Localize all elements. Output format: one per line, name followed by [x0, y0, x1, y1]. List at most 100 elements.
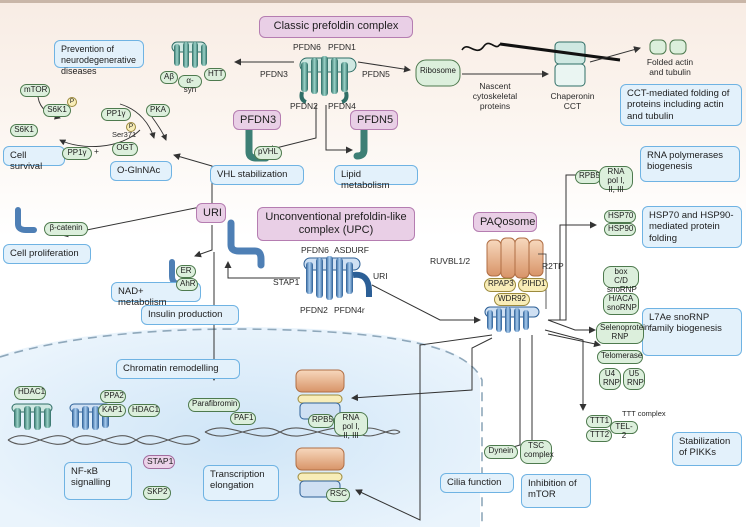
l7ae-box: L7Ae snoRNP family biogenesis — [642, 308, 742, 356]
chaperonin-cct — [499, 41, 621, 87]
pill-pihd1: PIHD1 — [518, 278, 548, 292]
pill-selenoprotein: Selenoprotein RNP — [596, 322, 649, 344]
pill-u5: U5 RNP — [623, 368, 645, 390]
paqosome-title: PAQosome — [473, 212, 537, 232]
pill-pka: PKA — [146, 104, 170, 117]
pill-hsp90: HSP90 — [604, 223, 636, 236]
paqosome-complex — [484, 237, 547, 333]
pill-rnapol-top: RNA pol I, II, III — [599, 166, 633, 193]
pill-haca: H/ACA snoRNP — [603, 293, 639, 315]
uri-subunit-proliferation — [15, 207, 37, 233]
pikk-box: Stabilization of PIKKs — [672, 432, 742, 466]
cct-box: CCT-mediated folding of proteins includi… — [620, 84, 742, 126]
prefoldin-neuro — [171, 41, 207, 68]
pill-ttt1: TTT1 — [586, 415, 612, 428]
label-pfdn2-upc: PFDN2 — [300, 305, 328, 315]
pill-pvhl: pVHL — [254, 146, 282, 160]
transcription-box: Transcription elongation — [203, 465, 279, 501]
nucleosome-hdac-left — [11, 403, 53, 430]
pill-telomerase: Telomerase — [597, 350, 643, 364]
insulin-box: Insulin production — [141, 305, 239, 325]
pill-abeta: Aβ — [160, 71, 178, 84]
label-ttt: TTT complex — [622, 409, 666, 418]
label-uri: URI — [373, 271, 388, 281]
label-r2tp: R2TP — [542, 261, 564, 271]
label-folded: Folded actin and tubulin — [646, 57, 694, 77]
folded-actin-tubulin — [649, 39, 687, 55]
nfkb-box: NF-κB signalling — [64, 462, 132, 500]
pill-tsc: TSC complex — [520, 440, 554, 464]
uri-title: URI — [196, 203, 226, 223]
upc-title: Unconventional prefoldin-like complex (U… — [257, 207, 415, 241]
chromatin-box: Chromatin remodelling — [116, 359, 240, 379]
vhl-box: VHL stabilization — [210, 165, 304, 185]
pill-pp1g-b: PP1γ — [62, 147, 92, 160]
dna-helix-right — [204, 427, 401, 437]
label-ruvbl: RUVBL1/2 — [430, 256, 471, 266]
pill-s6k1-a: S6K1 — [43, 104, 71, 117]
pill-pp1g-a: PP1γ — [101, 108, 131, 121]
cilia-box: Cilia function — [440, 473, 514, 493]
pill-kap1: KAP1 — [98, 404, 126, 417]
classic-prefoldin-title: Classic prefoldin complex — [259, 16, 413, 38]
label-pfdn5: PFDN5 — [362, 69, 390, 79]
upc-complex — [303, 256, 372, 300]
pill-mtor: mTOR — [20, 84, 50, 97]
pill-er: ER — [176, 265, 196, 278]
pill-paf1: PAF1 — [230, 412, 256, 425]
pfdn5-title: PFDN5 — [350, 110, 398, 130]
pill-rsc: RSC — [326, 488, 350, 502]
lipid-box: Lipid metabolism — [334, 165, 418, 191]
pill-parafibromin: Parafibromin — [188, 398, 240, 412]
pill-bcatenin: β-catenin — [44, 222, 88, 236]
label-pfdn1: PFDN1 — [328, 42, 356, 52]
pill-ribosome: Ribosome — [419, 66, 456, 75]
proliferation-box: Cell proliferation — [3, 244, 91, 264]
label-pfdn4: PFDN4 — [328, 101, 356, 111]
label-pfdn2-top: PFDN2 — [290, 101, 318, 111]
uri-subunit — [227, 219, 265, 269]
pill-ppa2: PPA2 — [100, 390, 126, 403]
label-pfdn6-upc: PFDN6 — [301, 245, 329, 255]
label-ser371: Ser371 — [112, 130, 137, 139]
label-asdurf: ASDURF — [334, 245, 369, 255]
label-pfdn4r: PFDN4r — [334, 305, 365, 315]
ribosome — [415, 59, 461, 87]
paqosome-nuclear-upper — [295, 369, 345, 420]
survival-box: Cell survival — [3, 146, 65, 172]
nascent-chain — [461, 42, 501, 52]
pill-ogt: OGT — [112, 142, 138, 156]
pill-rpb5-top: RPB5 — [575, 170, 601, 184]
pill-boxcd: box C/D snoRNP — [603, 266, 639, 293]
pill-htt: HTT — [204, 68, 226, 81]
rnapol-box: RNA polymerases biogenesis — [640, 146, 740, 182]
mtor-box: Inhibition of mTOR — [521, 474, 591, 508]
hsp-box: HSP70 and HSP90-mediated protein folding — [642, 206, 742, 248]
oglcnac-box: O-GlnNAc — [110, 161, 172, 181]
pill-rpb5-nuc: RPB5 — [308, 414, 334, 428]
pill-phospho-b: P — [126, 122, 136, 132]
label-nascent: Nascent cytoskeletal proteins — [472, 81, 518, 111]
pill-tel2: TEL-2 — [610, 421, 638, 440]
pill-s6k1-b: S6K1 — [10, 124, 38, 137]
dna-helix-left — [7, 435, 201, 445]
pill-ttt2: TTT2 — [586, 429, 612, 442]
nuclear-envelope — [0, 328, 483, 527]
pill-hsp70: HSP70 — [604, 210, 636, 223]
pill-u4: U4 RNP — [599, 368, 621, 390]
pill-wdr92: WDR92 — [494, 293, 530, 306]
paqosome-nuclear-lower — [295, 447, 345, 498]
pill-hdac1-a: HDAC1 — [14, 386, 46, 400]
neuro-box: Prevention of neurodegenerative diseases — [54, 40, 144, 76]
pill-rpap3: RPAP3 — [484, 278, 516, 292]
label-plus: + — [94, 146, 99, 156]
pfdn3-title: PFDN3 — [233, 110, 281, 130]
label-pfdn3: PFDN3 — [260, 69, 288, 79]
stap1-badge: STAP1 — [143, 455, 175, 469]
pill-phospho-a: P — [67, 97, 77, 107]
pfdn5-subunit — [353, 124, 368, 160]
pill-rnapol-nuc: RNA pol I, II, III — [334, 412, 368, 439]
pill-hdac1-b: HDAC1 — [128, 404, 160, 417]
label-chaperonin: Chaperonin CCT — [550, 91, 595, 111]
